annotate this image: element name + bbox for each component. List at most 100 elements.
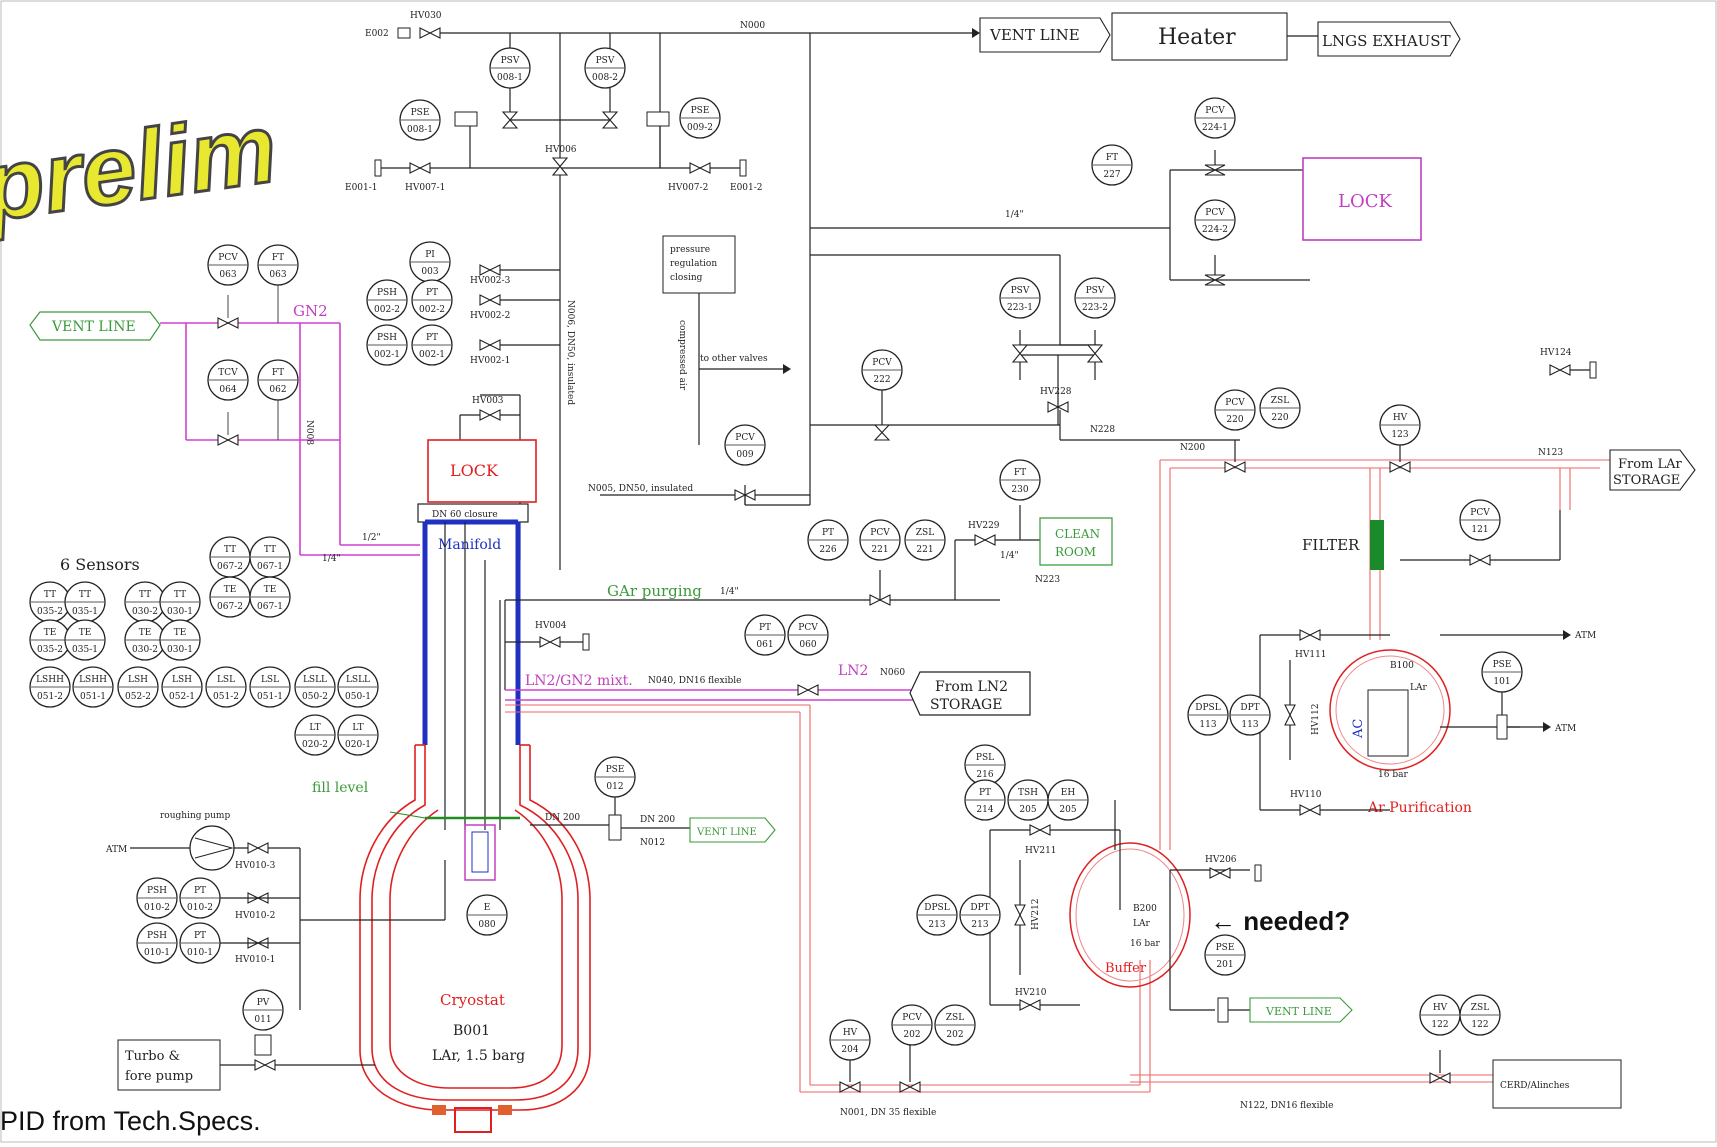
instrument-number: 230 [1011,485,1028,495]
vent-line-bottom-label: VENT LINE [1265,1005,1332,1018]
valve-psv-008-1[interactable] [501,111,519,129]
valve-pcv060[interactable] [797,684,819,696]
valve-hv212[interactable] [1014,904,1026,926]
instrument-tag: PSV [1011,286,1030,296]
instrument-number: 062 [269,385,286,395]
valve-hv007-1[interactable] [409,162,431,174]
valve-psv-223-1[interactable] [1011,344,1029,363]
valve-hv210[interactable] [1019,999,1041,1011]
prelim-watermark-text: prelim [0,92,283,242]
valve-hv003[interactable] [479,409,501,421]
hv003-label: HV003 [472,396,504,406]
hv211-label: HV211 [1025,846,1057,856]
instrument-tag: HV [1393,413,1408,423]
valve-hv211[interactable] [1029,824,1051,836]
valve-hv002-3[interactable] [479,264,501,276]
valve-pcv224-2[interactable] [1204,274,1226,286]
instrument-tag: TCV [218,368,238,378]
lock-top-box [1302,157,1422,241]
instrument-tag: PT [194,931,206,941]
fill-level-label: fill level [312,780,369,796]
valve-pcv009[interactable] [734,489,756,501]
valve-hv112[interactable] [1284,704,1296,726]
instrument-number: 214 [976,805,993,815]
valve-hv228[interactable] [1047,401,1069,413]
instrument-tag: PSV [501,56,520,66]
valve-pcv222[interactable] [873,424,891,441]
room-label: ROOM [1055,545,1096,559]
valve-hv122[interactable] [1429,1072,1451,1084]
valve-hv110[interactable] [1299,804,1321,816]
hv111-label: HV111 [1295,650,1327,660]
instrument-number: 202 [946,1030,963,1040]
valve-pcv121[interactable] [1469,554,1491,566]
valve-hv206[interactable] [1209,867,1231,879]
instrument-number: 064 [219,385,236,395]
valve-hv030[interactable] [419,27,441,39]
instrument-number: 221 [871,545,888,555]
instrument-tag: PT [822,528,834,538]
instrument-tag: FT [1014,468,1026,478]
valve-hv007-2[interactable] [689,162,711,174]
instrument-number: 035-2 [37,645,63,655]
valve-hv002-1[interactable] [479,339,501,351]
instrument-number: 051-1 [257,692,283,702]
valve-hv229[interactable] [974,534,996,546]
instrument-tag: PV [257,998,270,1008]
instrument-number: 067-2 [217,602,243,612]
instrument-tag: LSL [217,675,235,685]
instrument-number: 009 [736,450,753,460]
hv002-3-label: HV002-3 [470,276,511,286]
valve-hv111[interactable] [1299,629,1321,641]
valve-pcv221[interactable] [869,594,891,606]
hv228-label: HV228 [1040,387,1072,397]
instrument-tag: PSE [1216,943,1235,953]
valve-psv-223-2[interactable] [1086,344,1104,363]
instrument-tag: PSH [147,931,167,941]
instrument-tag: PCV [798,623,818,633]
fore-pump-label: fore pump [125,1069,193,1084]
valve-psv-008-2[interactable] [601,111,619,129]
valve-hv124[interactable] [1549,364,1571,376]
from-lar-storage-box [1609,449,1696,491]
valve-hv006[interactable] [551,157,569,176]
instrument-tag: LT [352,723,363,733]
valve-pcv224-1[interactable] [1204,164,1226,176]
valve-tcv064[interactable] [217,434,239,446]
valve-hv002-2[interactable] [479,294,501,306]
valve-hv204[interactable] [839,1081,861,1093]
valve-pv011[interactable] [254,1059,276,1071]
instrument-number: 204 [841,1045,858,1055]
instrument-number: 205 [1019,805,1036,815]
valve-hv010-3[interactable] [247,842,269,854]
hv004-label: HV004 [535,621,567,631]
instrument-number: 009-2 [687,123,713,133]
instrument-tag: TSH [1018,788,1038,798]
valve-pcv202[interactable] [899,1081,921,1093]
valve-hv004[interactable] [539,636,561,648]
valve-pcv220[interactable] [1224,461,1246,473]
instrument-number: 122 [1431,1020,1448,1030]
instrument-number: 202 [903,1030,920,1040]
instrument-number: 063 [219,270,236,280]
valve-hv123[interactable] [1389,461,1411,473]
instrument-number: 020-1 [345,740,371,750]
instrument-number: 223-2 [1082,303,1108,313]
valve-pcv063[interactable] [217,317,239,329]
hv112-label: HV112 [1311,703,1321,735]
